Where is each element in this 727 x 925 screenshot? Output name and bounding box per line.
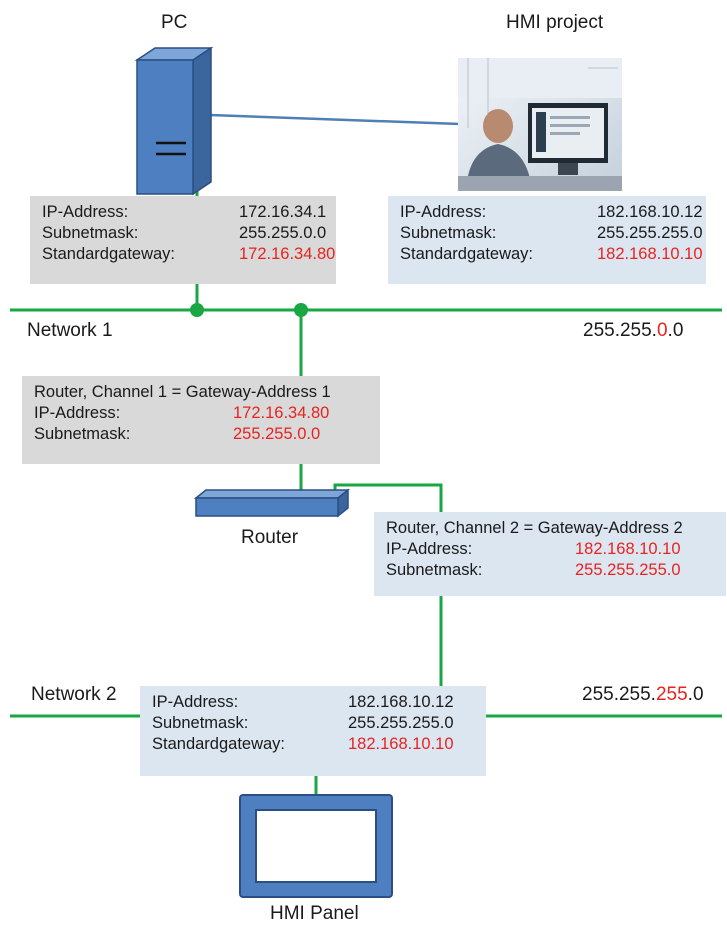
gateway-label: Standardgateway:	[400, 245, 534, 263]
subnetmask-label: Subnetmask:	[400, 224, 497, 242]
gateway-value: 172.16.34.80	[239, 245, 336, 263]
network2-label: Network 2	[31, 684, 117, 705]
pc-hmi-link	[209, 113, 461, 126]
subnetmask-value: 255.255.255.0	[597, 224, 703, 242]
router-channel1-box: Router, Channel 1 = Gateway-Address 1 IP…	[22, 376, 380, 464]
network1-subnetmask: 255.255.0.0	[583, 320, 683, 342]
subnetmask-label: Subnetmask:	[152, 714, 249, 732]
network1-mask-prefix: 255.255.	[583, 320, 657, 341]
router-label: Router	[241, 527, 299, 548]
ip-value: 182.168.10.12	[348, 693, 454, 711]
network2-mask-suffix: .0	[687, 684, 704, 705]
hmi-panel-label: HMI Panel	[270, 903, 359, 924]
subnetmask-label: Subnetmask:	[34, 425, 131, 443]
subnetmask-label: Subnetmask:	[386, 561, 483, 579]
subnetmask-value: 255.255.255.0	[575, 561, 681, 579]
gateway-label: Standardgateway:	[42, 245, 176, 263]
router-channel2-title: Router, Channel 2 = Gateway-Address 2	[386, 519, 683, 537]
hmi-project-label: HMI project	[506, 12, 604, 33]
hmi-project-info-box: IP-Address: 182.168.10.12 Subnetmask: 255.…	[388, 196, 706, 284]
pc-label: PC	[161, 12, 188, 33]
network1-label: Network 1	[27, 320, 113, 341]
hmi-panel-icon	[239, 794, 393, 898]
ip-label: IP-Address:	[386, 540, 473, 558]
subnetmask-value: 255.255.255.0	[348, 714, 454, 732]
network2-mask-highlight: 255	[655, 684, 688, 705]
subnetmask-value: 255.255.0.0	[239, 224, 327, 242]
hmi-panel-info-box: IP-Address: 182.168.10.12 Subnetmask: 255.…	[140, 686, 486, 776]
network1-junction-pc	[190, 303, 204, 317]
router-channel2-box: Router, Channel 2 = Gateway-Address 2 IP…	[374, 512, 726, 596]
ip-value: 182.168.10.10	[575, 540, 681, 558]
gateway-label: Standardgateway:	[152, 735, 286, 753]
subnetmask-value: 255.255.0.0	[233, 425, 321, 443]
gateway-value: 182.168.10.10	[348, 735, 454, 753]
pc-tower-icon	[134, 46, 214, 196]
ip-label: IP-Address:	[42, 203, 129, 221]
ip-label: IP-Address:	[400, 203, 487, 221]
network1-mask-highlight: 0	[656, 320, 668, 341]
subnetmask-label: Subnetmask:	[42, 224, 139, 242]
ip-label: IP-Address:	[34, 404, 121, 422]
network1-mask-suffix: .0	[667, 320, 684, 341]
ip-value: 172.16.34.1	[239, 203, 327, 221]
hmi-project-photo	[458, 58, 622, 191]
router-channel1-title: Router, Channel 1 = Gateway-Address 1	[34, 383, 331, 401]
network2-mask-prefix: 255.255.	[582, 684, 656, 705]
router-icon	[193, 488, 351, 518]
ip-value: 172.16.34.80	[233, 404, 330, 422]
pc-info-box: IP-Address: 172.16.34.1 Subnetmask: 255.25…	[30, 196, 336, 284]
network2-subnetmask: 255.255.255.0	[582, 684, 704, 706]
ip-value: 182.168.10.12	[597, 203, 703, 221]
gateway-value: 182.168.10.10	[597, 245, 703, 263]
ip-label: IP-Address:	[152, 693, 239, 711]
